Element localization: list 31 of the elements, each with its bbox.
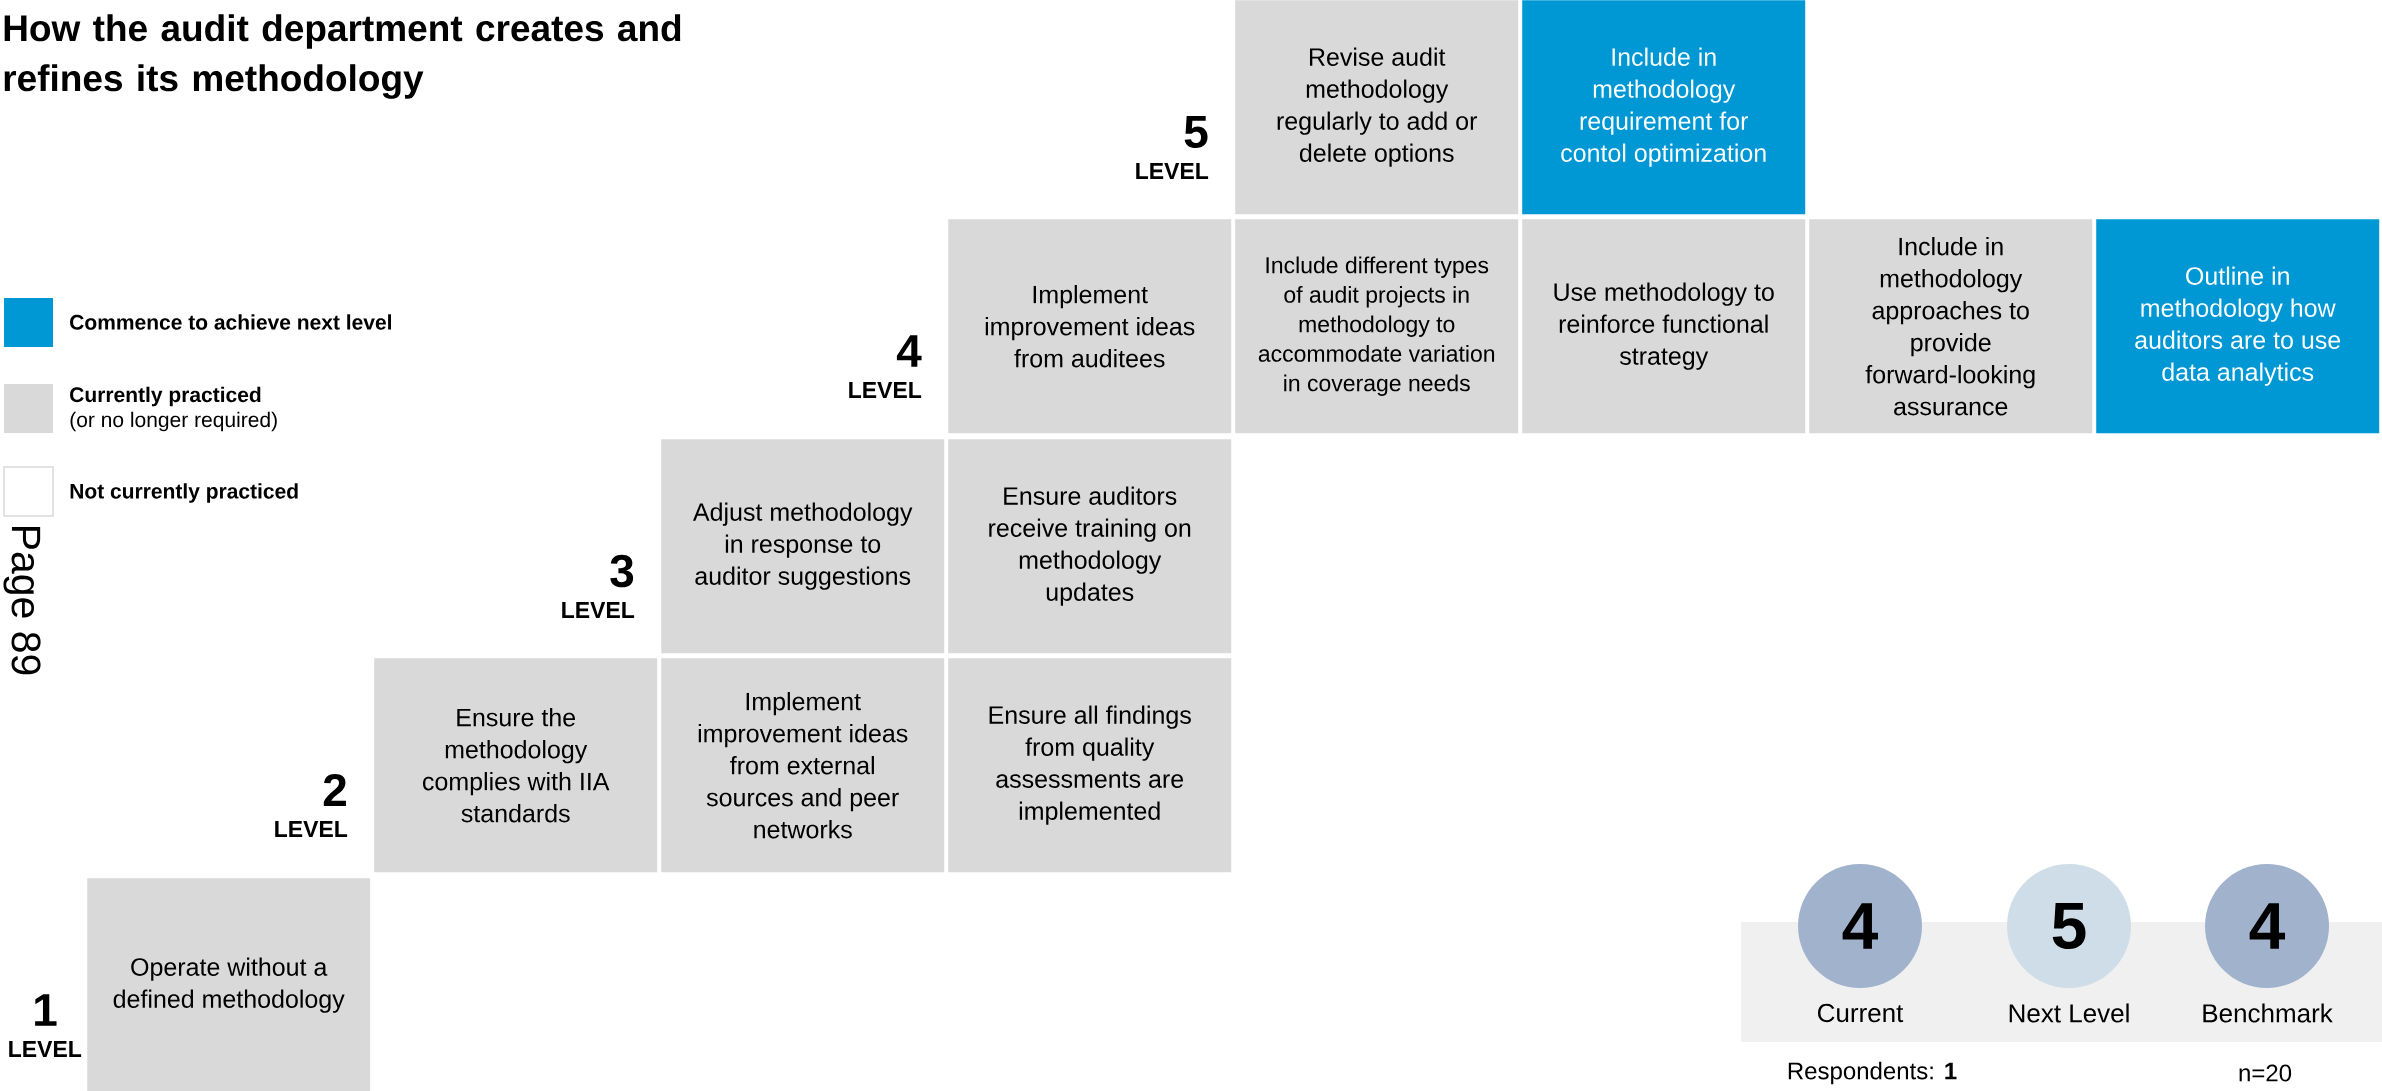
score-caption: Next Level [2009, 1003, 2129, 1023]
score-caption: Current [1818, 1003, 1904, 1023]
title: How the audit department creates and refines its methodology [4, 14, 681, 99]
practice-box: Outline in methodology how auditors are to use data analytics [2096, 219, 2380, 434]
practice-box: Ensure the methodology complies with IIA standards [374, 658, 658, 873]
level-label: LEVEL [849, 382, 922, 398]
practice-box: Revise audit methodology regularly to add or delete options [1235, 0, 1519, 215]
practice-box: Include in methodology approaches to provide forward-looking assurance [1809, 219, 2093, 434]
practice-box: Use methodology to reinforce functional strategy [1522, 219, 1806, 434]
sample-size-note: n=20 [2239, 1064, 2292, 1082]
level-number: 4 [896, 335, 922, 367]
level-label: LEVEL [562, 602, 635, 618]
score-caption: Benchmark [2203, 1003, 2333, 1023]
legend-label: Commence to achieve next level [70, 314, 391, 330]
practice-box: Implement improvement ideas from auditees [948, 219, 1232, 434]
practice-box: Include different types of audit projects in methodology to accommodate variation in coverage needs [1235, 219, 1519, 434]
level-number: 3 [610, 554, 634, 588]
level-label: LEVEL [275, 821, 348, 837]
practice-box: Implement improvement ideas from external sources and peer networks [661, 658, 945, 873]
legend-label: Not currently practiced [70, 483, 298, 503]
practice-box: Operate without a defined methodology [87, 878, 371, 1091]
respondents-note: Respondents: 1 [1788, 1061, 1957, 1085]
practice-box: Ensure all findings from quality assessments are implemented [948, 658, 1232, 873]
practice-box: Ensure auditors receive training on methodology updates [948, 439, 1232, 654]
practice-box: Include in methodology requirement for contol optimization [1522, 0, 1806, 215]
page-number: Page 89 [3, 527, 41, 675]
practice-box: Adjust methodology in response to auditor suggestions [661, 439, 945, 654]
level-label: LEVEL [1136, 163, 1209, 179]
level-number: 2 [323, 773, 346, 807]
level-number: 5 [1184, 115, 1208, 149]
legend-label: Currently practiced (or no longer required) [70, 386, 277, 432]
